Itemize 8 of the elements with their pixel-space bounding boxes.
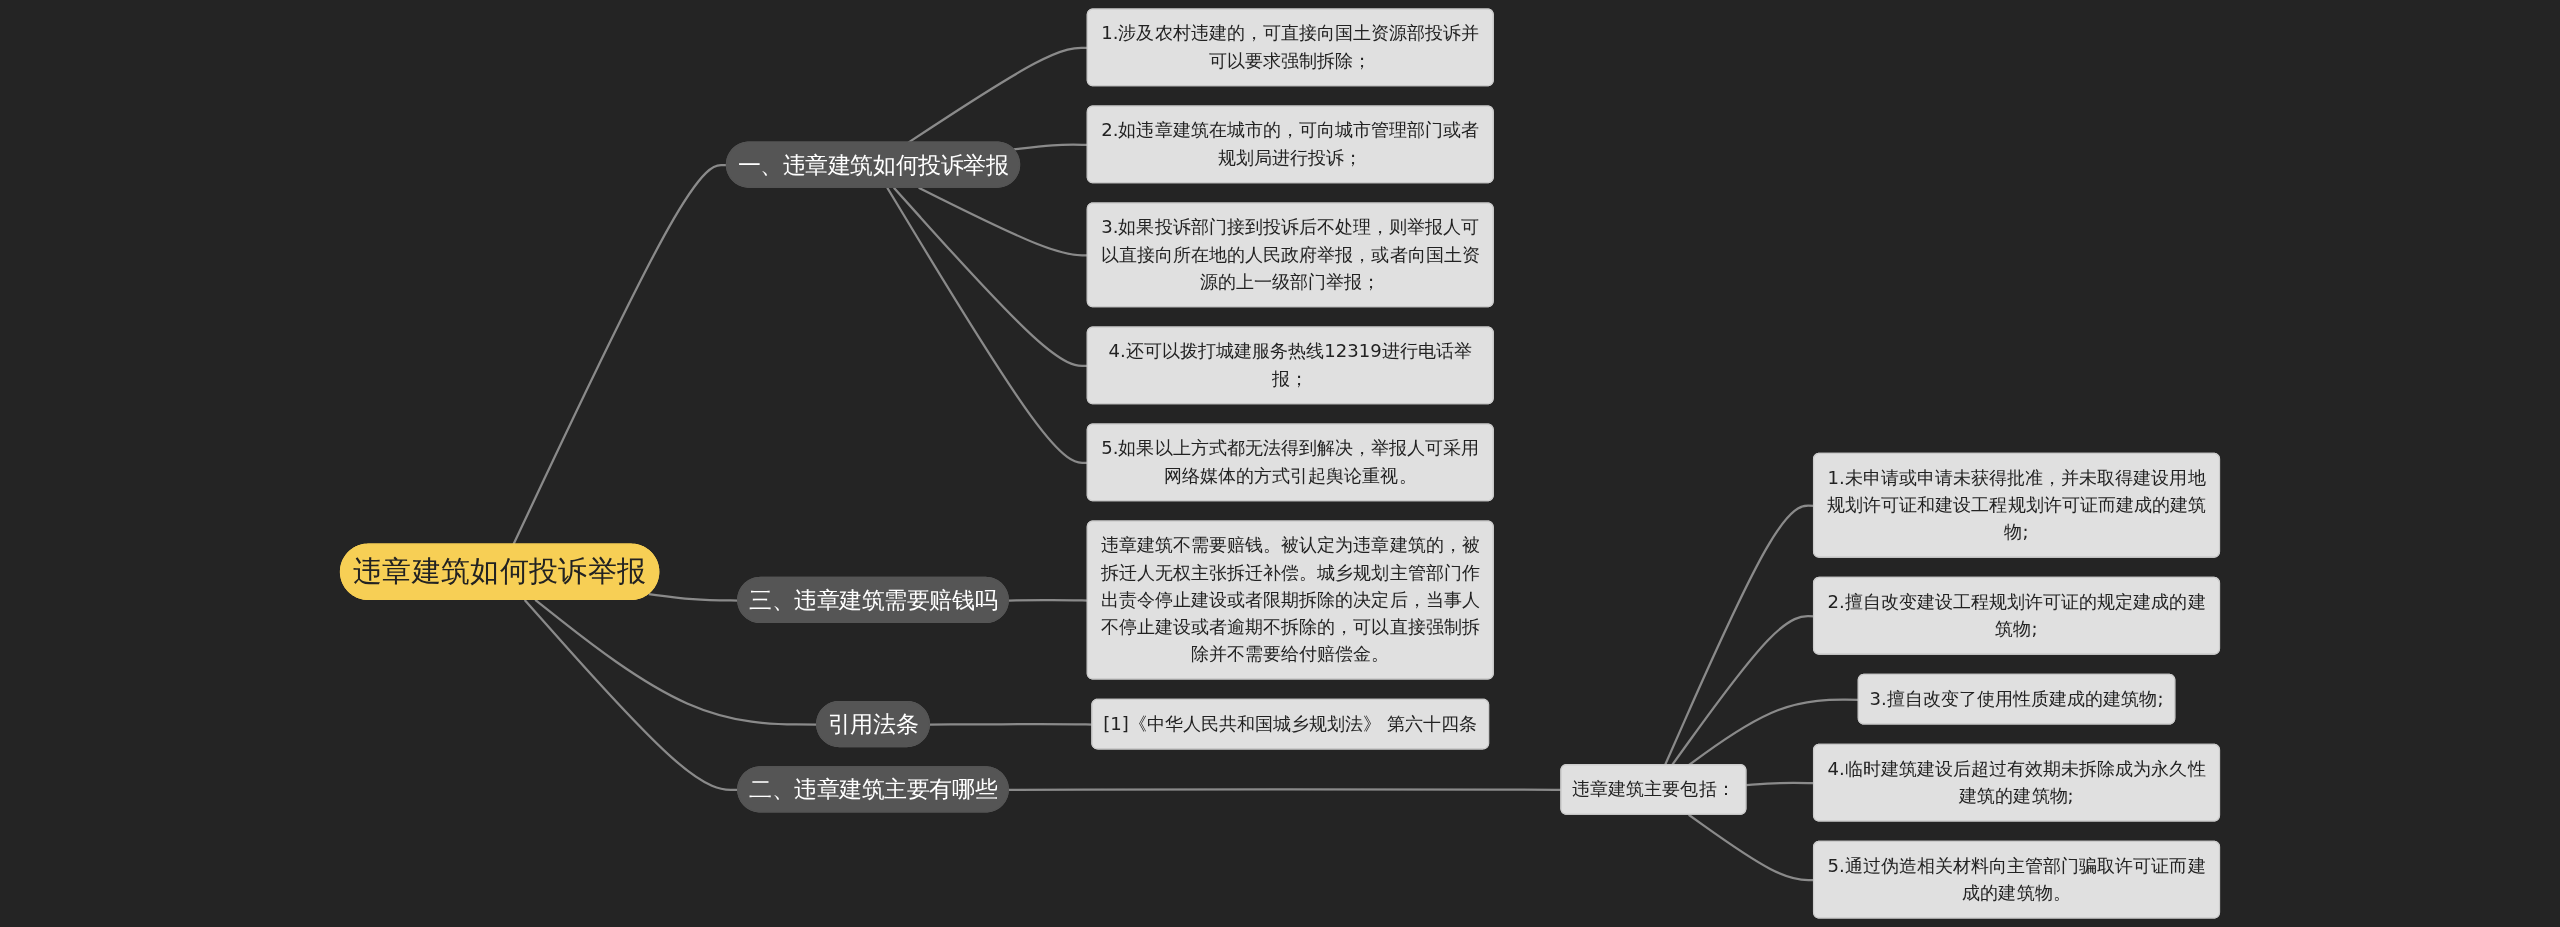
connector: [907, 46, 1088, 144]
connector: [512, 164, 727, 546]
connector: [1008, 599, 1088, 602]
connector: [893, 187, 1088, 368]
connector: [886, 187, 1088, 465]
connector: [523, 599, 739, 792]
connector: [1013, 143, 1088, 151]
connector: [918, 186, 1088, 257]
